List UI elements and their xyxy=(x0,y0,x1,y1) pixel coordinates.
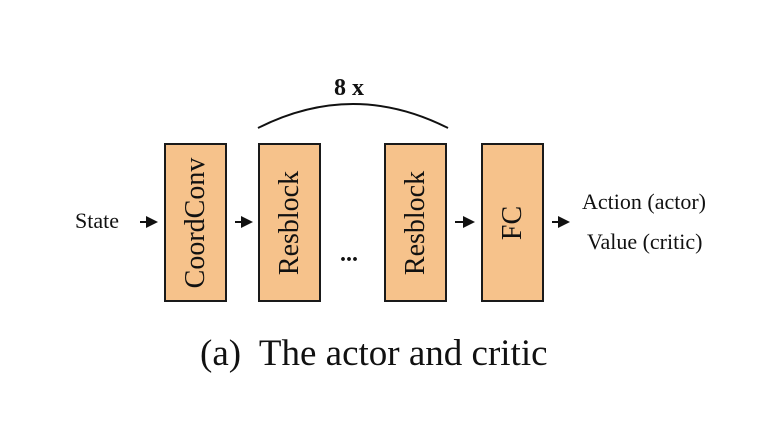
resblock-last-block: Resblock xyxy=(384,143,447,302)
resblock-first-label: Resblock xyxy=(273,170,305,275)
state-label: State xyxy=(75,208,119,233)
coordconv-block: CoordConv xyxy=(164,143,227,302)
coordconv-label: CoordConv xyxy=(179,157,211,288)
fc-label: FC xyxy=(496,205,528,240)
fc-block: FC xyxy=(481,143,544,302)
repeat-bracket-arc xyxy=(257,103,449,129)
resblock-first-block: Resblock xyxy=(258,143,321,302)
figure-caption: (a) The actor and critic xyxy=(200,333,548,374)
output-value-label: Value (critic) xyxy=(587,229,703,254)
resblock-last-label: Resblock xyxy=(399,170,431,275)
output-action-label: Action (actor) xyxy=(582,189,706,214)
ellipsis: ... xyxy=(340,241,358,267)
repeat-count-label: 8 x xyxy=(334,75,364,101)
